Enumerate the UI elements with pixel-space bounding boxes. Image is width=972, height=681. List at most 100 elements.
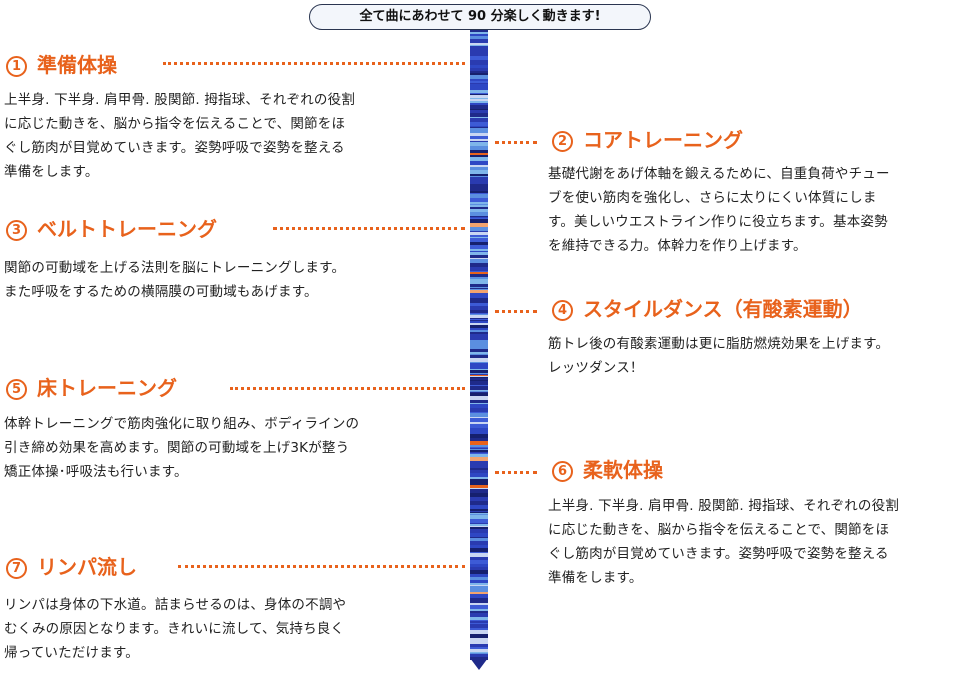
- timeline-stripe: [470, 431, 488, 434]
- timeline-stripe: [470, 611, 488, 613]
- timeline-stripe: [470, 647, 488, 649]
- timeline-stripe: [470, 165, 488, 167]
- timeline-stripe: [470, 150, 488, 151]
- timeline-stripe: [470, 638, 488, 641]
- timeline-stripe: [470, 594, 488, 598]
- timeline-stripe: [470, 198, 488, 202]
- timeline-stripe: [470, 216, 488, 217]
- timeline-stripe: [470, 209, 488, 212]
- timeline-stripe: [470, 153, 488, 155]
- timeline-stripe: [470, 303, 488, 306]
- timeline-stripe: [470, 79, 488, 81]
- timeline-stripe: [470, 287, 488, 288]
- timeline-stripe: [470, 217, 488, 218]
- timeline-stripe: [470, 84, 488, 86]
- timeline-stripe: [470, 223, 488, 227]
- timeline-stripe: [470, 93, 488, 94]
- timeline-stripe: [470, 252, 488, 255]
- timeline-stripe: [470, 151, 488, 153]
- timeline-stripe: [470, 323, 488, 325]
- timeline-stripe: [470, 524, 488, 526]
- timeline-stripe: [470, 340, 488, 343]
- timeline-stripe: [470, 396, 488, 400]
- timeline-stripe: [470, 461, 488, 464]
- timeline-stripe: [470, 45, 488, 46]
- section-title-text-4: スタイルダンス（有酸素運動）: [583, 297, 863, 321]
- header-banner: 全て曲にあわせて 90 分楽しく動きます!: [309, 4, 651, 30]
- timeline-stripe: [470, 373, 488, 374]
- timeline-stripe: [470, 400, 488, 403]
- timeline-stripe: [470, 218, 488, 219]
- timeline-stripe: [470, 110, 488, 113]
- timeline-stripe: [470, 205, 488, 207]
- timeline-stripe: [470, 392, 488, 393]
- timeline-stripe: [470, 468, 488, 470]
- section-number-6: 6: [552, 461, 573, 482]
- timeline-stripe: [470, 75, 488, 79]
- section-body-4: 筋トレ後の有酸素運動は更に脂肪燃焼効果を上げます。 レッツダンス！: [548, 336, 890, 376]
- timeline-stripe: [470, 109, 488, 110]
- section-title-text-2: コアトレーニング: [583, 128, 743, 152]
- timeline-stripe: [470, 328, 488, 330]
- section-body-1: 上半身. 下半身. 肩甲骨. 股関節. 拇指球、それぞれの役割 に応じた動きを、…: [4, 92, 356, 180]
- timeline-stripe: [470, 523, 488, 524]
- timeline-stripe: [470, 105, 488, 109]
- section-title-text-6: 柔軟体操: [583, 458, 663, 482]
- timeline-stripe: [470, 231, 488, 232]
- timeline-stripe: [470, 157, 488, 161]
- timeline-stripe: [470, 450, 488, 452]
- timeline-stripe: [470, 412, 488, 413]
- timeline-stripe: [470, 583, 488, 585]
- timeline-stripe: [470, 142, 488, 144]
- timeline-stripe: [470, 417, 488, 418]
- leader-dots-6: [495, 471, 537, 474]
- timeline-stripe: [470, 501, 488, 505]
- timeline-stripe: [470, 380, 488, 381]
- timeline-stripe: [470, 181, 488, 184]
- timeline-stripe: [470, 483, 488, 485]
- timeline-stripe: [470, 526, 488, 527]
- timeline-stripe: [470, 95, 488, 98]
- timeline-stripe: [470, 103, 488, 105]
- timeline-stripe: [470, 464, 488, 468]
- timeline-stripe: [470, 34, 488, 36]
- leader-dots-1: [163, 62, 465, 65]
- leader-dots-5: [230, 387, 465, 390]
- timeline-stripe: [470, 204, 488, 205]
- timeline-stripe: [470, 362, 488, 363]
- section-body-3: 関節の可動域を上げる法則を脳にトレーニングします。 また呼吸をするための横隔膜の…: [4, 260, 346, 300]
- timeline-stripe: [470, 128, 488, 131]
- timeline-stripe: [470, 194, 488, 198]
- section-number-7: 7: [6, 558, 27, 579]
- timeline-stripe: [470, 434, 488, 438]
- timeline-stripe: [470, 493, 488, 497]
- timeline-stripe: [470, 144, 488, 146]
- timeline-stripe: [470, 448, 488, 449]
- timeline-stripe: [470, 403, 488, 404]
- timeline-stripe: [470, 628, 488, 630]
- timeline-stripe: [470, 489, 488, 493]
- timeline-stripe: [470, 90, 488, 93]
- timeline-stripe: [470, 101, 488, 103]
- timeline-stripe: [470, 654, 488, 657]
- timeline-stripe: [470, 354, 488, 355]
- timeline-stripe: [470, 49, 488, 53]
- timeline-stripe: [470, 146, 488, 150]
- timeline-stripe: [470, 358, 488, 362]
- timeline-stripe: [470, 279, 488, 281]
- timeline-stripe: [470, 73, 488, 75]
- timeline-stripe: [470, 620, 488, 621]
- section-title-text-3: ベルトトレーニング: [37, 217, 217, 241]
- timeline-stripe: [470, 272, 488, 274]
- timeline-stripe: [470, 527, 488, 529]
- timeline-stripe: [470, 598, 488, 602]
- timeline-stripe: [470, 259, 488, 263]
- timeline-stripe: [470, 235, 488, 237]
- timeline-stripe: [470, 319, 488, 320]
- timeline-stripe: [470, 336, 488, 340]
- timeline-stripe: [470, 167, 488, 170]
- timeline-stripe: [470, 245, 488, 249]
- timeline-stripe: [470, 227, 488, 231]
- timeline-stripe: [470, 515, 488, 519]
